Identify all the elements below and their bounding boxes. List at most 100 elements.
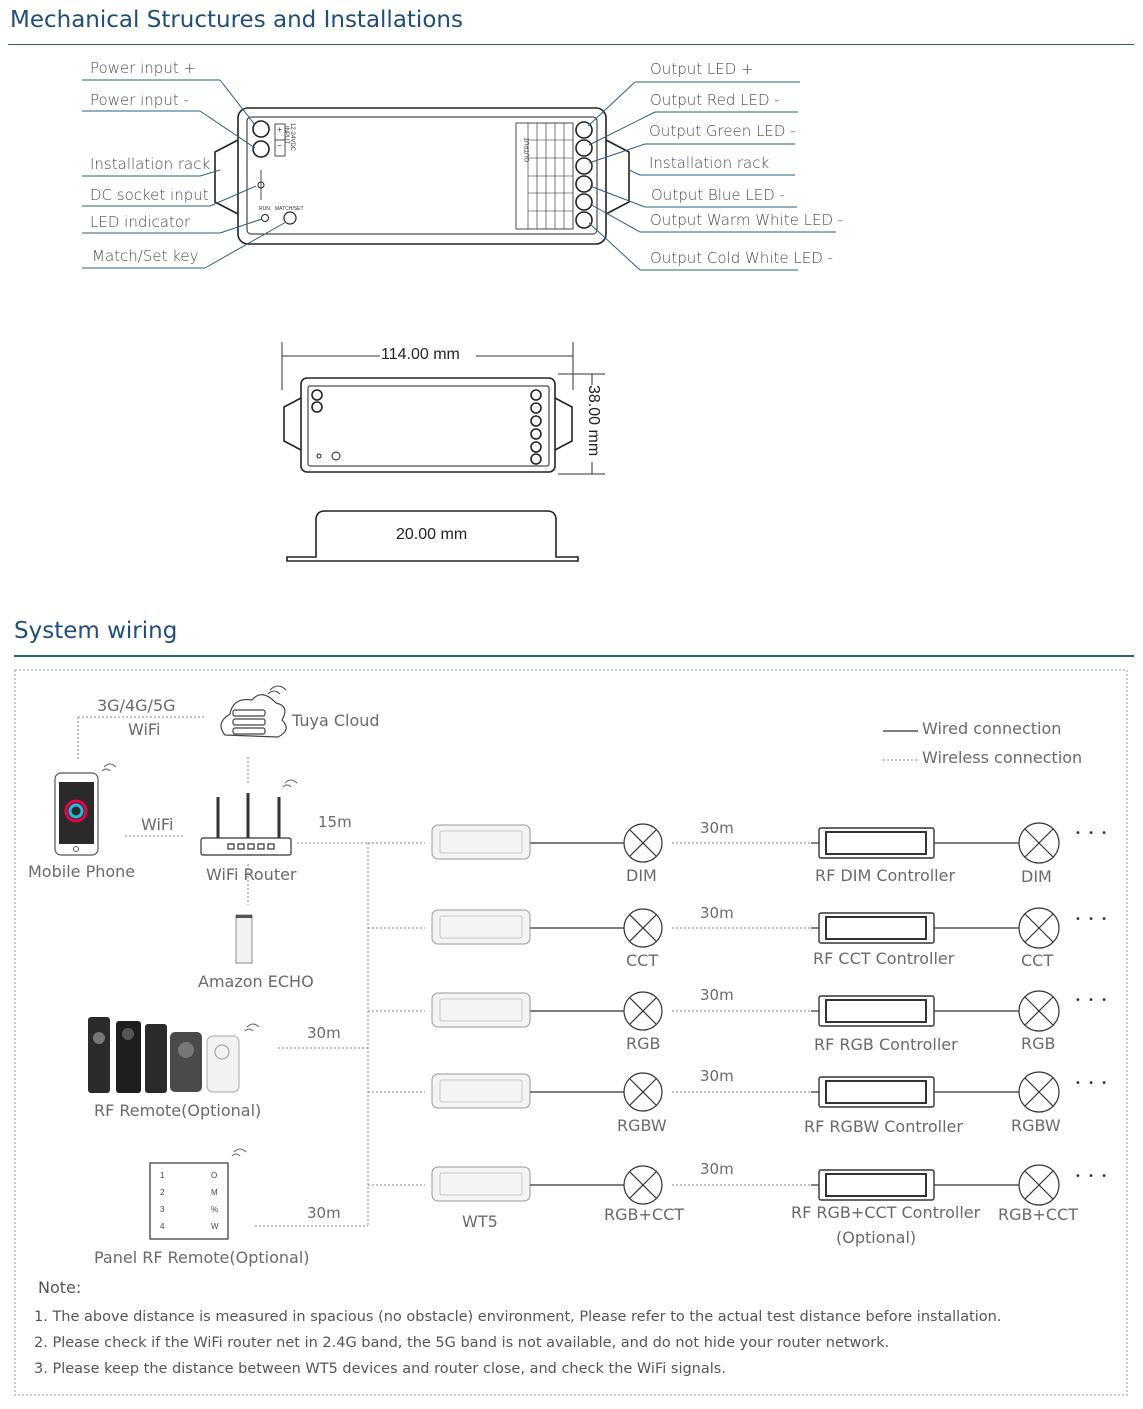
label-power-input-plus: Power input + — [90, 59, 197, 77]
panel-key-right-4: W — [211, 1222, 219, 1231]
right-leader-lines — [587, 81, 836, 271]
row-1-more: • • • — [1075, 828, 1110, 839]
wt5-device-panel-3 — [439, 998, 523, 1022]
row-1-distance: 30m — [700, 819, 734, 837]
rf-controller-body-1 — [825, 831, 927, 855]
mobile-phone-icon — [54, 763, 117, 856]
wt5-device-panel-2 — [439, 915, 523, 939]
bulb2-cross-b-4 — [1024, 1077, 1054, 1107]
row-1-load: DIM — [626, 866, 657, 885]
device-output-text: OUTPUT — [525, 137, 531, 162]
row-5-controller-sub: (Optional) — [836, 1228, 917, 1247]
wireless-lines — [77, 716, 810, 1227]
rf-remote-distance: 30m — [307, 1024, 341, 1042]
bulb2-cross-b-2 — [1024, 913, 1054, 943]
tuya-cloud-label: Tuya Cloud — [292, 711, 380, 730]
row-2-controller: RF CCT Controller — [813, 949, 955, 968]
panel-remote-distance: 30m — [307, 1204, 341, 1222]
wt5-device-5 — [431, 1166, 531, 1202]
wt5-device-panel-5 — [439, 1172, 523, 1196]
bulb-cross-b-1 — [629, 829, 657, 857]
wt5-device-panel-4 — [439, 1079, 523, 1103]
row-5-more: • • • — [1075, 1171, 1110, 1182]
wifi-link-label: WiFi — [141, 815, 174, 834]
device-matchset-text: MATCH/SET — [275, 206, 304, 212]
label-power-input-minus: Power input - — [90, 91, 189, 109]
bulb-cross-b-5 — [629, 1171, 657, 1199]
label-match-set-key: Match/Set key — [92, 247, 199, 265]
dimension-width: 38.00 mm — [585, 385, 602, 457]
rf-controller-body-2 — [825, 916, 927, 940]
rf-remote-icons — [88, 1017, 260, 1093]
row-3-controller: RF RGB Controller — [814, 1035, 958, 1054]
wt5-device-2 — [431, 909, 531, 945]
legend-wireless-label: Wireless connection — [922, 748, 1083, 767]
wt5-device-panel-1 — [439, 830, 523, 854]
row-4-controller: RF RGBW Controller — [804, 1117, 963, 1136]
bulb2-cross-b-1 — [1024, 828, 1054, 858]
label-dc-socket-input: DC socket input — [90, 186, 209, 204]
wt5-device-1 — [431, 824, 531, 860]
network-label-1: 3G/4G/5G — [97, 696, 176, 715]
label-output-warm-white-led: Output Warm White LED - — [650, 211, 844, 229]
device-minus-text: − — [277, 141, 282, 150]
wiring-title-rule — [14, 655, 1134, 657]
device-run-text: RUN — [259, 206, 270, 212]
label-output-red-led: Output Red LED - — [650, 91, 780, 109]
wifi-router-icon — [200, 779, 298, 856]
mechanical-title: Mechanical Structures and Installations — [10, 7, 463, 33]
panel-key-left-2: 2 — [160, 1188, 165, 1197]
row-5-load: RGB+CCT — [604, 1205, 685, 1224]
row-4-load2: RGBW — [1011, 1116, 1061, 1135]
wiring-title: System wiring — [14, 618, 178, 644]
row-2-load2: CCT — [1021, 951, 1054, 970]
bulb2-cross-b-5 — [1024, 1170, 1054, 1200]
dimension-height: 20.00 mm — [396, 526, 468, 543]
dimension-top-view — [283, 377, 573, 473]
amazon-echo-icon — [235, 914, 253, 964]
label-output-led-plus: Output LED + — [650, 60, 754, 78]
panel-key-left-4: 4 — [160, 1222, 165, 1231]
router-distance: 15m — [318, 813, 352, 831]
device-voltage-text: 12-24VDC — [289, 123, 295, 152]
row-5-controller: RF RGB+CCT Controller — [791, 1203, 981, 1222]
row-3-distance: 30m — [700, 986, 734, 1004]
note-3: 3. Please keep the distance between WT5 … — [34, 1361, 726, 1377]
dimension-side-view — [286, 510, 579, 562]
bulb2-cross-b-3 — [1024, 996, 1054, 1026]
dimension-length: 114.00 mm — [381, 346, 460, 363]
panel-remote-label: Panel RF Remote(Optional) — [94, 1248, 310, 1267]
label-installation-rack-right: Installation rack — [649, 154, 770, 172]
row-3-more: • • • — [1075, 995, 1110, 1006]
legend-wired-label: Wired connection — [922, 719, 1062, 738]
note-title: Note: — [38, 1278, 82, 1297]
wiring-rows — [431, 822, 1060, 1206]
left-leader-lines — [82, 79, 287, 269]
row-4-more: • • • — [1075, 1078, 1110, 1089]
row-2-more: • • • — [1075, 914, 1110, 925]
wiring-frame — [14, 669, 1128, 1396]
panel-key-right-3: % — [211, 1205, 219, 1214]
row-4-distance: 30m — [700, 1067, 734, 1085]
amazon-echo-label: Amazon ECHO — [198, 972, 314, 991]
panel-rf-remote-icon — [149, 1148, 247, 1240]
wt5-device-3 — [431, 992, 531, 1028]
label-led-indicator: LED indicator — [90, 213, 191, 231]
network-label-2: WiFi — [128, 720, 161, 739]
row-3-load2: RGB — [1021, 1034, 1056, 1053]
panel-key-right-2: M — [211, 1188, 218, 1197]
bulb-cross-b-3 — [629, 997, 657, 1025]
panel-key-left-3: 3 — [160, 1205, 165, 1214]
device-plus-text: + — [277, 125, 282, 134]
wt5-label: WT5 — [462, 1212, 498, 1231]
rf-controller-body-5 — [825, 1173, 927, 1197]
label-output-cold-white-led: Output Cold White LED - — [650, 249, 833, 267]
wifi-router-label: WiFi Router — [206, 865, 297, 884]
bulb-cross-b-4 — [629, 1078, 657, 1106]
cloud-icon — [220, 685, 287, 738]
row-1-controller: RF DIM Controller — [815, 866, 956, 885]
row-2-distance: 30m — [700, 904, 734, 922]
panel-key-left-1: 1 — [160, 1171, 165, 1180]
label-output-green-led: Output Green LED - — [649, 122, 796, 140]
